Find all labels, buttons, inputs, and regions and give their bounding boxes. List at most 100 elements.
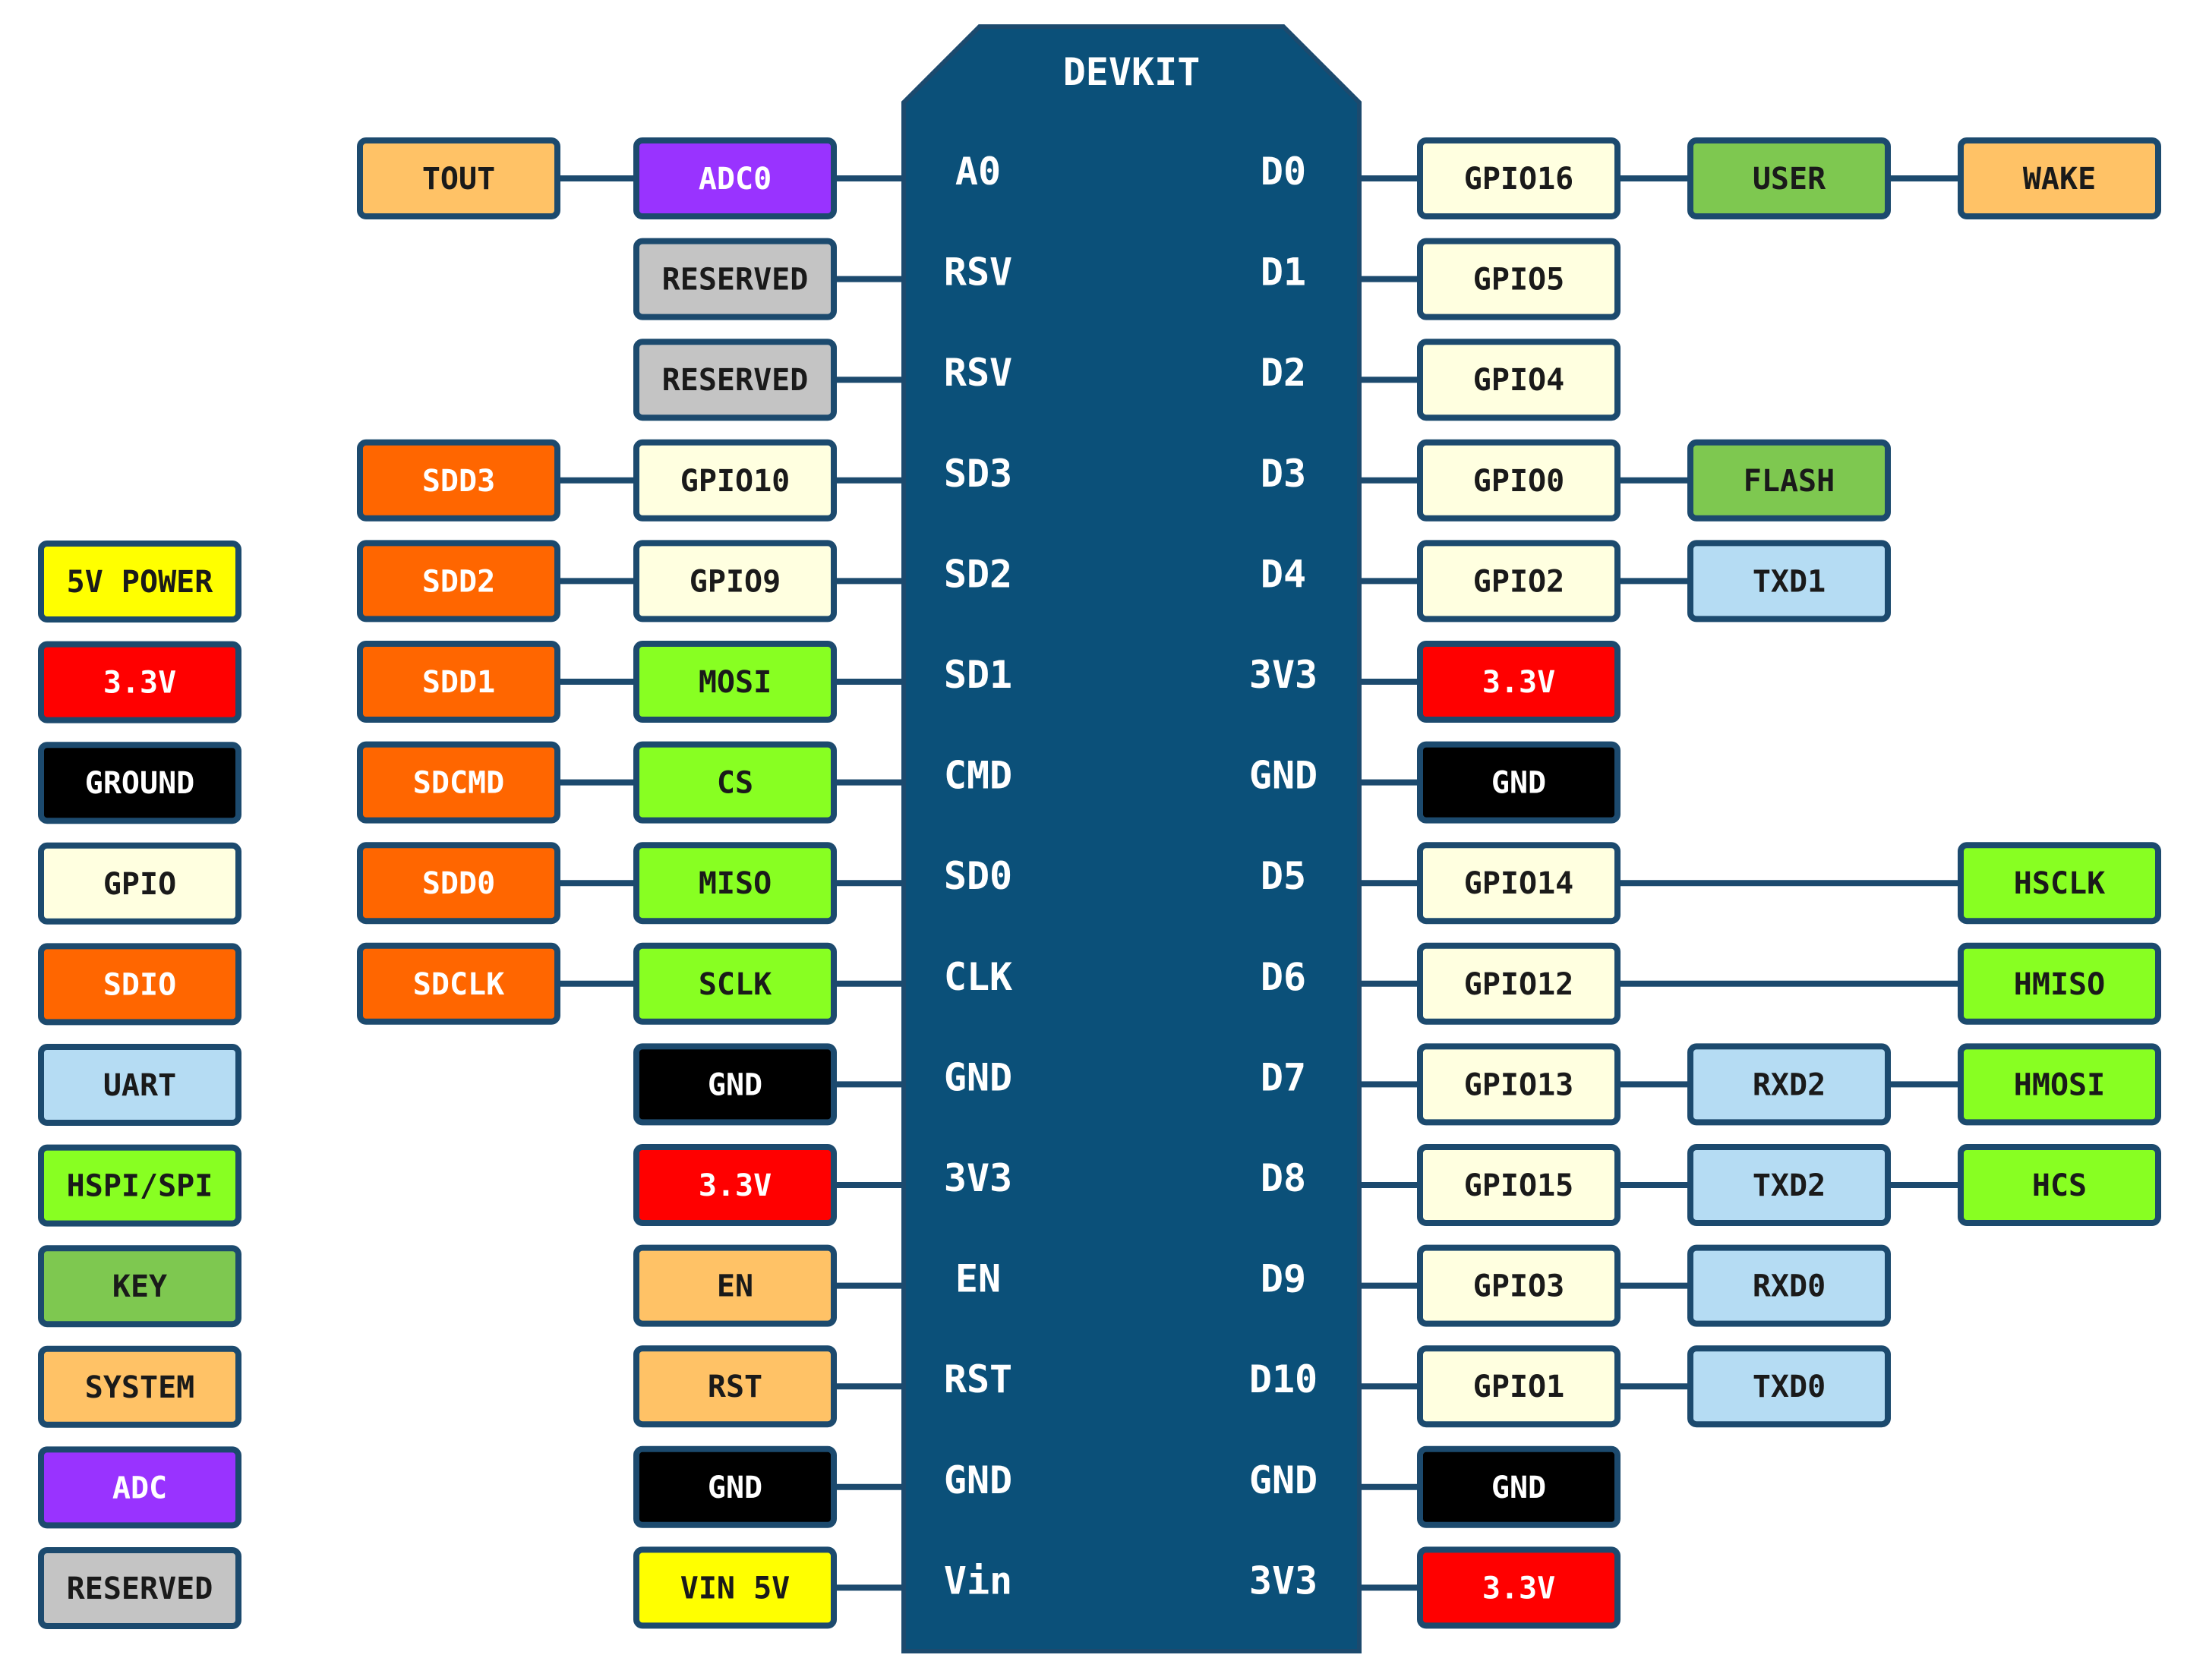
pin-label-txd0-box	[1687, 1345, 1891, 1428]
pin-label-gpio4-box	[1417, 339, 1621, 421]
legend-key: KEY	[38, 1245, 241, 1328]
board-pin-d0: D0	[1261, 150, 1306, 194]
pin-label-sdclk-text: SDCLK	[413, 967, 504, 1002]
board-pin-cmd: CMD	[944, 754, 1012, 798]
pin-label-sdd2: SDD2	[357, 540, 560, 623]
pin-label-en-text: EN	[717, 1269, 753, 1304]
pin-label-sdcmd-text: SDCMD	[413, 766, 504, 801]
pin-label-flash-box	[1687, 439, 1891, 522]
legend-gpio-box	[38, 842, 241, 925]
pin-label-tout: TOUT	[357, 137, 560, 219]
pin-label-gpio2: GPIO2	[1417, 540, 1621, 623]
pin-label-3-3v: 3.3V	[1417, 641, 1621, 723]
pin-label-gpio0-text: GPIO0	[1473, 464, 1564, 499]
board-pin-d6: D6	[1261, 955, 1306, 999]
pin-label-txd2-box	[1687, 1144, 1891, 1226]
pin-label-hmiso-box	[1958, 942, 2161, 1025]
pin-label-sdclk: SDCLK	[357, 942, 560, 1025]
board-outline	[901, 24, 1362, 1653]
pin-label-gpio3-text: GPIO3	[1473, 1269, 1564, 1304]
legend-ground: GROUND	[38, 742, 241, 824]
legend-hspi-spi-box	[38, 1144, 241, 1227]
pin-label-gpio10-text: GPIO10	[680, 464, 791, 499]
pin-label-gnd-text: GND	[708, 1470, 762, 1505]
pin-label-gpio1: GPIO1	[1417, 1345, 1621, 1428]
pin-label-rst-text: RST	[708, 1370, 762, 1404]
pin-label-miso: MISO	[633, 842, 837, 925]
pin-label-adc0: ADC0	[633, 137, 837, 219]
board-pin-clk: CLK	[944, 955, 1012, 999]
pin-label-tout-box	[357, 137, 560, 219]
pin-label-wake: WAKE	[1958, 137, 2161, 219]
pin-label-gpio16: GPIO16	[1417, 137, 1621, 219]
pin-label-gnd-text: GND	[1491, 1470, 1546, 1505]
pin-label-3-3v: 3.3V	[1417, 1546, 1621, 1629]
board-pin-3v3: 3V3	[1249, 653, 1318, 697]
pin-label-gpio10-box	[633, 439, 837, 522]
pin-label-3-3v: 3.3V	[633, 1144, 837, 1226]
board-pin-gnd: GND	[1249, 754, 1318, 798]
board-pin-rsv: RSV	[944, 251, 1012, 295]
pin-label-sdd0: SDD0	[357, 842, 560, 925]
board-pin-gnd: GND	[944, 1458, 1012, 1502]
pin-label-txd0-text: TXD0	[1753, 1370, 1826, 1404]
pin-label-gnd: GND	[633, 1445, 837, 1528]
pin-label-cs: CS	[633, 741, 837, 824]
pin-label-en: EN	[633, 1244, 837, 1327]
board-pin-d4: D4	[1261, 552, 1306, 596]
pin-label-3-3v-text: 3.3V	[1482, 665, 1555, 700]
pin-label-vin-5v-text: VIN 5V	[680, 1571, 791, 1606]
pin-label-txd2-text: TXD2	[1753, 1168, 1826, 1203]
legend-ground-box	[38, 742, 241, 824]
pin-label-en-box	[633, 1244, 837, 1327]
pin-label-txd0: TXD0	[1687, 1345, 1891, 1428]
pin-label-sdd1-box	[357, 641, 560, 723]
pin-label-hmosi: HMOSI	[1958, 1043, 2161, 1126]
pin-label-gpio2-text: GPIO2	[1473, 564, 1564, 599]
pin-label-flash: FLASH	[1687, 439, 1891, 522]
pin-label-gpio9-box	[633, 540, 837, 623]
pin-label-adc0-text: ADC0	[699, 162, 772, 197]
board-pin-rst: RST	[944, 1357, 1012, 1401]
board-pin-3v3: 3V3	[1249, 1559, 1318, 1603]
pin-label-mosi-text: MOSI	[699, 665, 772, 700]
pin-label-gpio4-text: GPIO4	[1473, 363, 1564, 398]
board-pin-d10: D10	[1249, 1357, 1318, 1401]
pin-label-rxd2-text: RXD2	[1753, 1067, 1826, 1102]
pin-label-gpio4: GPIO4	[1417, 339, 1621, 421]
legend-system-box	[38, 1345, 241, 1428]
legend-system-text: SYSTEM	[85, 1370, 195, 1405]
pin-label-adc0-box	[633, 137, 837, 219]
pin-label-hcs-text: HCS	[2032, 1168, 2087, 1203]
pin-label-3-3v-box	[1417, 641, 1621, 723]
pin-label-gpio13-text: GPIO13	[1464, 1067, 1574, 1102]
pin-label-sdd3-text: SDD3	[422, 464, 495, 499]
pin-label-gnd-box	[1417, 741, 1621, 824]
pin-label-hcs: HCS	[1958, 1144, 2161, 1226]
pin-label-mosi-box	[633, 641, 837, 723]
legend-3-3v: 3.3V	[38, 641, 241, 723]
pin-label-gpio15-box	[1417, 1144, 1621, 1226]
board-pin-vin: Vin	[944, 1559, 1012, 1603]
pin-label-txd1: TXD1	[1687, 540, 1891, 623]
pin-label-rxd0-box	[1687, 1244, 1891, 1327]
legend-hspi-spi-text: HSPI/SPI	[67, 1169, 213, 1204]
pin-label-hsclk-text: HSCLK	[2014, 866, 2105, 901]
pin-label-3-3v-text: 3.3V	[1482, 1571, 1555, 1606]
legend-system: SYSTEM	[38, 1345, 241, 1428]
pin-label-reserved: RESERVED	[633, 238, 837, 320]
pin-label-gpio1-text: GPIO1	[1473, 1370, 1564, 1404]
pin-label-rxd0-text: RXD0	[1753, 1269, 1826, 1304]
pin-label-gnd-text: GND	[1491, 766, 1546, 801]
board-pin-sd3: SD3	[944, 452, 1012, 496]
pin-label-gpio2-box	[1417, 540, 1621, 623]
pin-label-flash-text: FLASH	[1744, 464, 1835, 499]
pin-label-gpio13-box	[1417, 1043, 1621, 1126]
legend-hspi-spi: HSPI/SPI	[38, 1144, 241, 1227]
pin-label-gpio5-box	[1417, 238, 1621, 320]
pin-label-gpio14-text: GPIO14	[1464, 866, 1574, 901]
pin-label-gpio1-box	[1417, 1345, 1621, 1428]
pin-label-sdd2-text: SDD2	[422, 564, 495, 599]
pin-label-reserved: RESERVED	[633, 339, 837, 421]
